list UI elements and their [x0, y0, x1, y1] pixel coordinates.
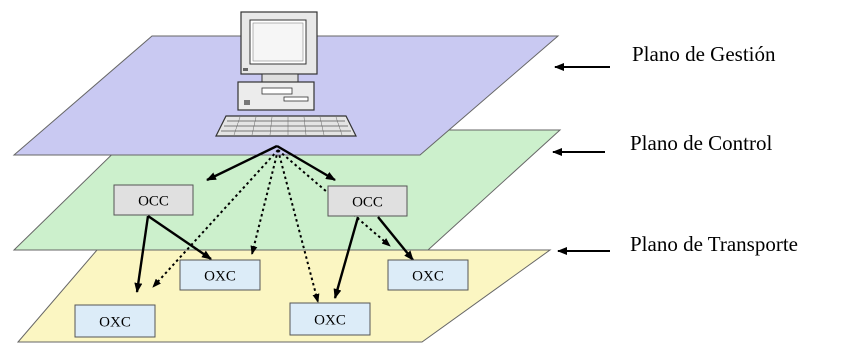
plane-label-control: Plano de Control	[630, 131, 773, 155]
oxc-node: OXC	[387, 259, 469, 291]
oxc-label: OXC	[412, 269, 444, 285]
oxc-label: OXC	[204, 269, 236, 285]
oxc-node: OXC	[74, 304, 156, 338]
occ-label: OCC	[352, 195, 383, 211]
occ-node: OCC	[327, 185, 408, 217]
oxc-node: OXC	[179, 259, 261, 291]
control-to-transport-arrows	[134, 215, 414, 299]
plane-label-transporte: Plano de Transporte	[630, 232, 798, 256]
desktop-computer-icon	[215, 11, 357, 137]
occ-label: OCC	[138, 194, 169, 210]
plane-label-gestion: Plano de Gestión	[632, 42, 776, 66]
management-to-control-arrows	[206, 144, 336, 182]
oxc-label: OXC	[314, 313, 346, 329]
oxc-label: OXC	[99, 315, 131, 331]
plane-label-arrows	[552, 63, 610, 255]
oxc-node: OXC	[289, 302, 371, 336]
occ-node: OCC	[113, 184, 194, 216]
